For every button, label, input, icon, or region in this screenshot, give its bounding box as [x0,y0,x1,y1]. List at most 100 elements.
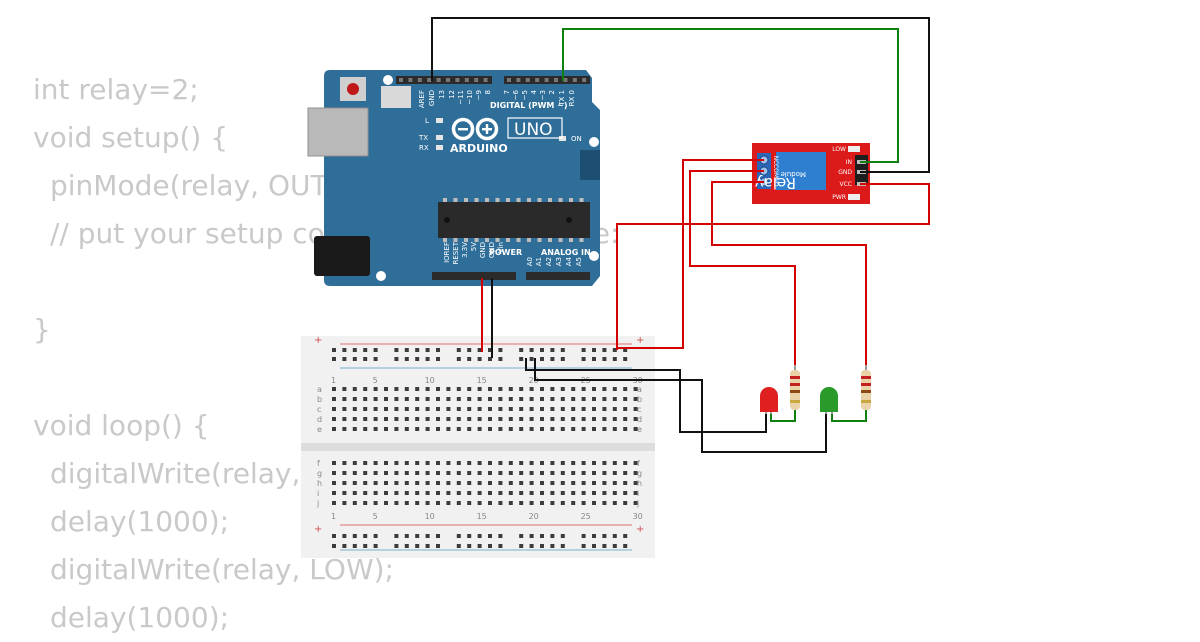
power-pin-label: IOREF [443,242,451,263]
relay-led-label: LOW [832,146,846,153]
row-letter: b [317,395,322,404]
breadboard-hole [332,417,336,421]
breadboard-hole [519,417,524,421]
rail-hole [436,357,440,361]
breadboard-hole [581,387,586,391]
breadboard-hole [467,501,472,505]
breadboard-hole [529,387,534,391]
chip-leg [548,198,552,202]
code-line: } [33,313,51,346]
row-letter: i [637,489,639,498]
column-number: 5 [373,376,378,385]
breadboard-hole [477,427,482,431]
rail-hole [342,348,347,352]
breadboard-hole [581,481,586,485]
breadboard-hole [508,407,513,411]
rail-hole [373,357,378,361]
breadboard-hole [456,501,461,505]
led-red [760,387,778,422]
digital-header-left [396,76,492,84]
rail-hole [456,348,461,352]
row-letter: h [317,479,322,488]
plus-sign: + [636,524,644,535]
rail-hole [602,348,607,352]
breadboard-hole [477,417,482,421]
breadboard-hole [404,387,409,391]
led-tx [436,135,443,140]
breadboard-hole [508,481,513,485]
breadboard-hole [352,407,357,411]
chip-leg [443,238,447,242]
breadboard-hole [467,481,472,485]
breadboard-hole [602,407,607,411]
rail-hole [342,534,347,538]
breadboard-hole [623,481,628,485]
breadboard-hole [373,407,378,411]
breadboard-hole [571,387,576,391]
breadboard-hole [633,387,638,391]
breadboard-hole [612,461,617,465]
breadboard-hole [529,471,534,475]
breadboard-hole [446,481,451,485]
breadboard-hole [540,427,544,431]
breadboard-hole [342,397,347,401]
breadboard-hole [384,397,388,401]
uno-label: UNO [514,120,553,140]
header-pin [399,78,403,82]
header-pin [408,78,413,82]
analog-pin-label: A1 [535,257,543,266]
rail-hole [425,357,430,361]
breadboard-hole [633,471,638,475]
breadboard-hole [404,461,409,465]
rail-hole [332,534,336,538]
digital-pin-label: ~10 [466,90,474,105]
breadboard-hole [602,417,607,421]
code-line: delay(1000); [50,601,230,634]
breadboard-hole [425,501,430,505]
relay-cube [776,152,826,190]
column-number: 25 [581,512,591,521]
relay-pin-label: IN [846,159,852,166]
breadboard-hole [394,427,399,431]
analog-pin-label: A0 [526,257,534,266]
rail-hole [477,534,482,538]
chip-leg [495,238,500,242]
breadboard-hole [592,501,596,505]
rail-hole [415,357,420,361]
breadboard-hole [363,427,368,431]
mount-hole [376,271,386,281]
rail-hole [415,544,420,548]
breadboard-hole [477,481,482,485]
breadboard-hole [623,387,628,391]
breadboard-hole [404,407,409,411]
rail-hole [529,534,534,538]
chip-leg [516,238,521,242]
breadboard-hole [352,501,357,505]
plus-sign: + [636,335,644,346]
chip-leg [453,238,458,242]
breadboard-hole [633,481,638,485]
breadboard-hole [519,471,524,475]
chip-leg [485,198,489,202]
rail-hole [623,357,628,361]
rail-hole [529,544,534,548]
breadboard-hole [436,471,440,475]
digital-pin-label: TX 1 [558,90,566,107]
chip-dot [444,217,450,223]
breadboard-hole [477,407,482,411]
rail-hole [612,348,617,352]
rail-hole [519,544,524,548]
rail-hole [425,348,430,352]
breadboard-hole [352,427,357,431]
led-rx-label: RX [419,144,429,152]
plus-sign: + [314,335,322,346]
row-letter: c [317,405,321,414]
breadboard-hole [529,481,534,485]
breadboard-hole [592,407,596,411]
rail-hole [415,348,420,352]
rail-hole [332,357,336,361]
column-number: 10 [425,512,435,521]
breadboard-hole [612,501,617,505]
rail-hole [488,348,492,352]
